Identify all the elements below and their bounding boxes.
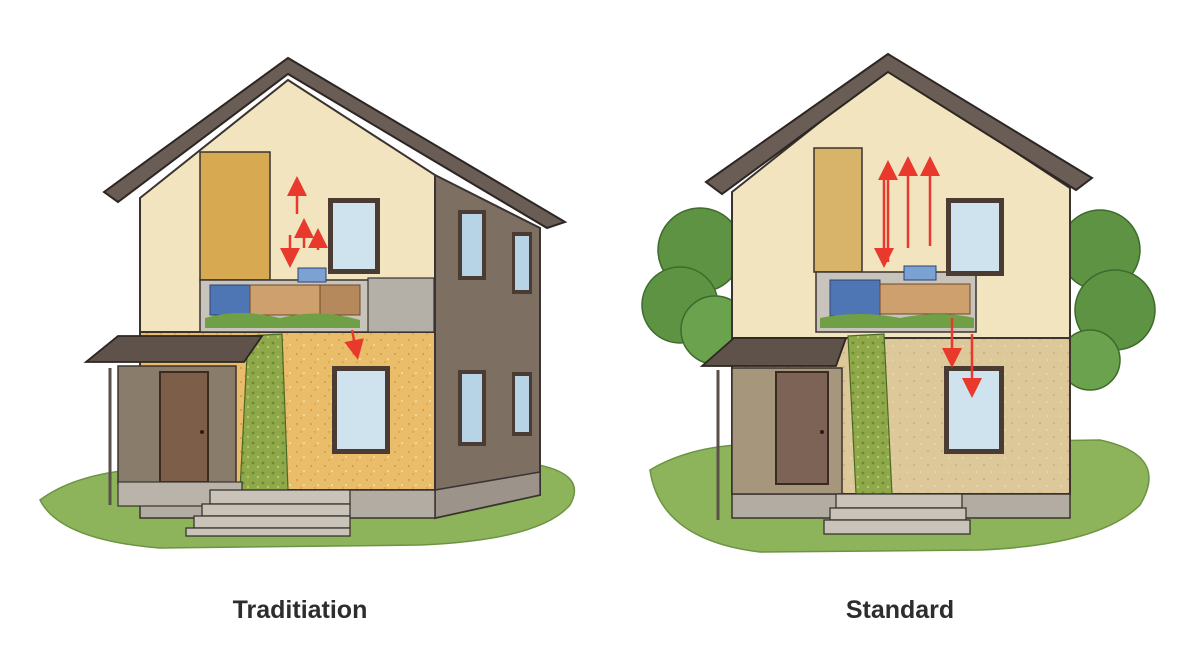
front-door [159,371,209,483]
standard-house [641,52,1156,553]
porch-roof [83,335,264,363]
tree-icon [1059,209,1156,391]
insulation-panel [813,147,863,273]
red-arrow-icon [344,329,364,360]
front-steps [185,489,351,537]
roof [704,52,1094,196]
heat-flow-arrows [874,156,982,398]
front-door [775,371,829,485]
front-steps [823,493,971,535]
moss-strip [847,333,893,495]
standard-caption: Standard [845,596,955,624]
insulation-panel [199,151,271,281]
side-wall [434,173,541,520]
heat-flow-arrows [280,176,364,360]
porch-roof [699,337,848,367]
traditional-caption: Traditiation [232,596,368,624]
roof [102,56,568,230]
traditional-house [39,56,576,549]
